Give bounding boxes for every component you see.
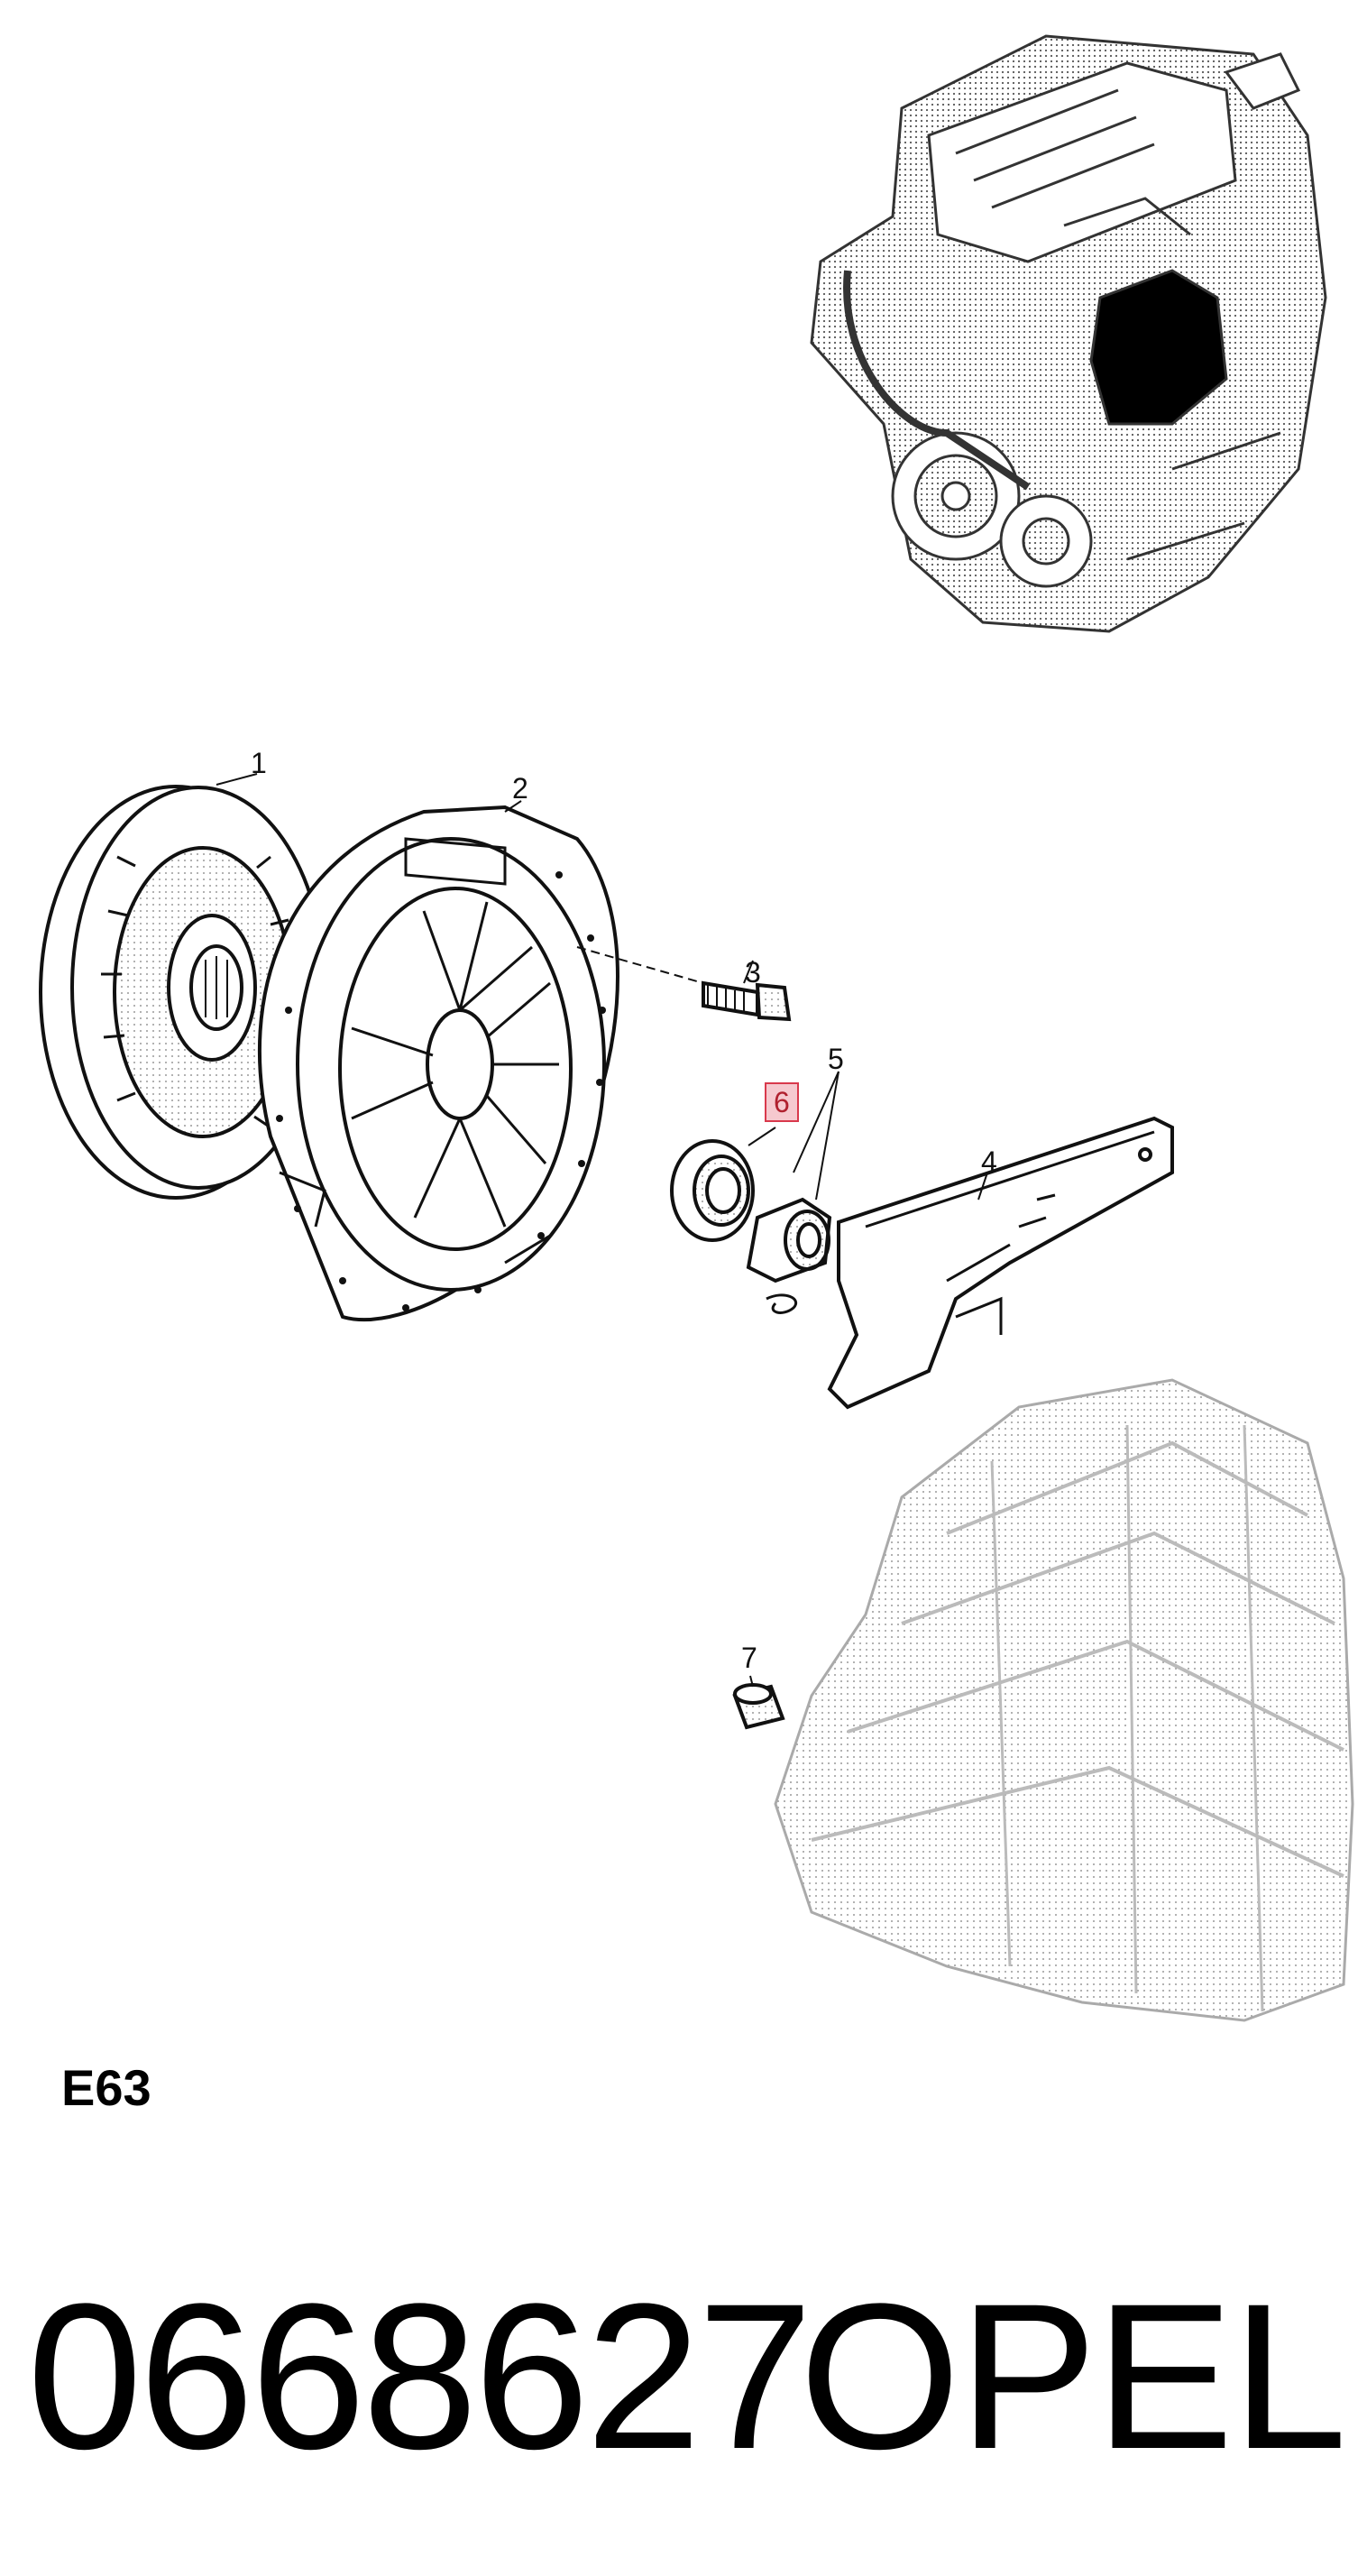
callout-2: 2 xyxy=(512,772,528,805)
clutch-fork-part-4 xyxy=(827,1116,1174,1410)
bolt-part-3 xyxy=(702,980,792,1022)
callout-3: 3 xyxy=(745,956,761,989)
transmission-housing-illustration xyxy=(774,1378,1354,2022)
callout-7: 7 xyxy=(741,1642,757,1674)
pressure-plate-part-2 xyxy=(257,805,619,1322)
bearing-ring-part-6 xyxy=(670,1139,755,1242)
bushing-part-7 xyxy=(732,1683,785,1730)
figure-code: E63 xyxy=(61,2059,151,2116)
callout-leader-lines xyxy=(216,773,988,1688)
release-bearing-part-5 xyxy=(746,1197,832,1314)
brand-name: OPEL xyxy=(799,2260,1347,2492)
part-number: 0668627 xyxy=(27,2260,812,2492)
engine-overview-illustration xyxy=(810,34,1327,633)
callout-1: 1 xyxy=(251,747,267,779)
callout-5: 5 xyxy=(828,1043,844,1075)
callout-6-highlighted: 6 xyxy=(765,1082,799,1122)
callout-4: 4 xyxy=(981,1145,997,1178)
exploded-parts-diagram xyxy=(39,34,1354,2022)
